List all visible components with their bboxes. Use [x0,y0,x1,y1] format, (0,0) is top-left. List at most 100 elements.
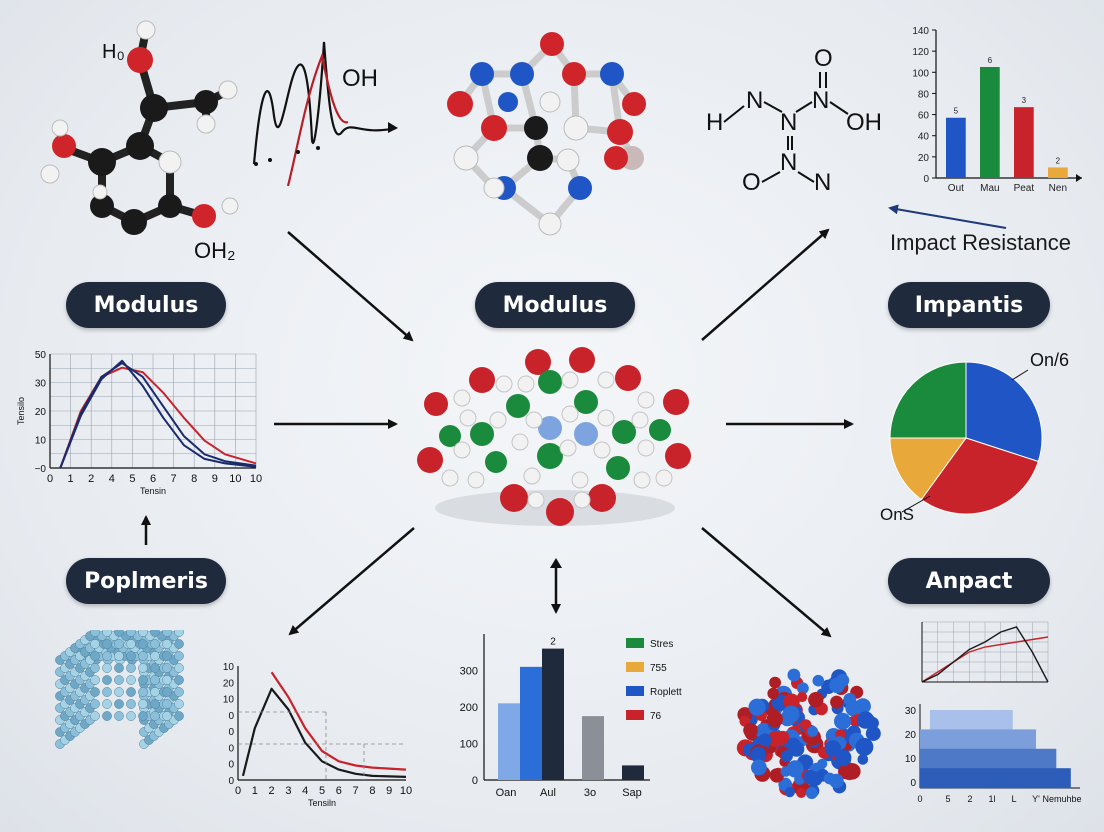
atom [439,425,461,447]
atom [663,389,689,415]
y-tick-label: 0 [228,711,234,722]
sphere-atom [805,787,818,799]
legend-swatch [626,686,644,696]
x-tick-label: Mau [980,183,999,194]
x-tick-label: 5 [319,785,325,797]
bar-nen [1048,167,1068,178]
atom [569,347,595,373]
chart-bottom-right-line [921,621,1049,683]
sphere-atom [783,693,800,710]
lattice-atom [90,699,100,709]
lattice-atom [114,630,124,637]
lattice-atom [114,639,124,649]
atom [561,371,579,389]
sphere-atom [784,787,795,798]
x-tick-label: 3 [285,785,291,797]
atom [571,471,589,489]
lattice-atom [138,630,148,637]
lattice-atom [90,663,100,673]
pill-modulus-left[interactable]: Modulus [66,282,226,328]
lattice-atom [126,630,136,637]
y-tick-label: 0 [923,174,929,185]
lattice-atom [90,711,100,721]
x-tick-label: 8 [369,785,375,797]
lattice-atom [150,675,160,685]
lattice-atom [162,663,172,673]
sphere-atom [766,711,783,728]
series-line-1 [59,362,257,469]
bar-4 [622,765,644,780]
x-tick-label: 1 [252,785,258,797]
bar-top-label: 2 [550,637,556,648]
atom [637,391,655,409]
chart-bottom-left-line: 01234567891010201000000TensilnStrength [223,662,412,808]
lattice-atom [174,651,184,661]
atom [665,443,691,469]
lattice-atom [138,687,148,697]
sphere-atom [758,733,772,747]
bar-mau [980,67,1000,178]
lattice-atom [114,711,124,721]
lattice-atom [150,639,160,649]
bar-label: 5 [954,107,959,116]
lattice-atom [114,651,124,661]
y-tick-label: 20 [223,678,235,689]
y-tick-label: 120 [912,47,929,58]
y-tick-label: 100 [460,739,478,751]
x-tick-label: 9 [212,473,218,485]
lattice-atom [174,699,184,709]
y-tick-label: 50 [35,350,47,361]
x-tick-label: 2 [269,785,275,797]
y-tick-label: 20 [35,407,47,418]
lattice-atom [126,687,136,697]
atom [525,349,551,375]
pill-poplmeris[interactable]: Poplmeris [66,558,226,604]
sphere-atom [797,691,808,703]
x-tick-label: 10 [250,473,262,485]
atom [517,375,535,393]
atom [574,422,598,446]
x-tick-label: 5 [129,473,135,485]
y-tick-label: 10 [905,754,917,765]
lattice-atom [162,630,172,637]
lattice-atom [102,687,112,697]
pill-anpact[interactable]: Anpact [888,558,1050,604]
lattice-atom [162,699,172,709]
x-tick-label: 4 [302,785,308,797]
x-tick-label: Sap [622,787,642,799]
atom [459,409,477,427]
atom [453,441,471,459]
x-tick-label: Y' [1032,794,1040,804]
atom [606,456,630,480]
atom [424,392,448,416]
pill-modulus-center[interactable]: Moduluѕ [475,282,635,328]
lattice-atom [102,699,112,709]
hbar-0 [930,710,1013,730]
lattice-atom [126,711,136,721]
lattice-atom [174,687,184,697]
spectrum-plot: OH [252,41,398,186]
lattice-atom [174,639,184,649]
atom [470,422,494,446]
lattice-atom [102,651,112,661]
lattice-atom [102,639,112,649]
bar-1 [520,666,542,780]
x-tick-label: 7 [171,473,177,485]
atom [615,365,641,391]
lattice-atom [162,687,172,697]
pill-impantis[interactable]: Impantis [888,282,1050,328]
lattice-atom [150,711,160,721]
series-line-0 [270,671,407,771]
label-oh2: OH₂ [194,238,236,263]
impact-resistance-label: Impact Resistance [890,230,1071,255]
atom [593,441,611,459]
pie-leader [1011,369,1029,381]
y-tick-label: 200 [460,702,478,714]
formula-n1: N [746,87,763,114]
x-tick-label: Nen [1049,183,1067,194]
formula-n-bottom: N [814,169,831,196]
sphere-atom [780,750,793,763]
x-tick-label: 2 [967,794,972,804]
y-tick-label: 0 [910,778,916,789]
